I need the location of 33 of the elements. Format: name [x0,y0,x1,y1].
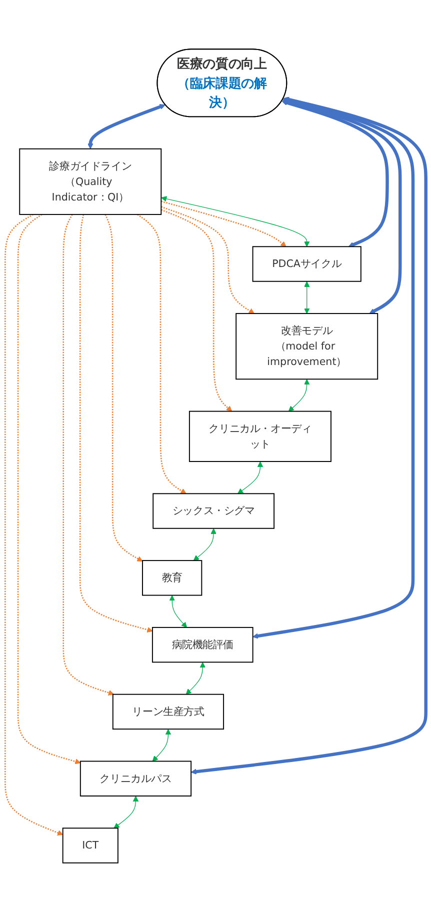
arrow [193,528,216,562]
arrow [88,104,166,150]
node-box: クリニカルパス [80,761,192,797]
arrow [62,214,114,696]
arrow [186,662,206,696]
arrow [160,210,232,412]
arrow [152,730,172,762]
node-box: 改善モデル （model for improvement） [236,314,378,380]
node-box: 病院機能評価 [152,627,254,664]
node-box: クリニカル・オーディット [188,411,332,462]
node-box: シックス・シグマ [152,494,275,530]
arrow [238,462,264,494]
arrow [190,97,428,775]
arrow [169,596,188,628]
node-box: 教育 [142,560,202,596]
arrow [161,196,310,248]
node-box: リーン生産方式 [112,694,224,730]
arrow [137,214,186,494]
arrow [104,214,143,562]
node-box: ICT [62,828,118,864]
arrow [282,100,389,248]
arrow [288,380,310,412]
arrow [252,98,415,640]
arrow [4,214,64,836]
arrow [160,206,254,314]
arrow [79,214,153,633]
arrow [282,99,402,314]
arrow [304,282,310,314]
node-box: 診療ガイドライン （Quality Indicator：QI） [19,148,162,216]
arrow [17,214,81,765]
node-box: PDCAサイクル [252,246,362,282]
arrow [114,796,139,829]
arrow [160,201,286,248]
